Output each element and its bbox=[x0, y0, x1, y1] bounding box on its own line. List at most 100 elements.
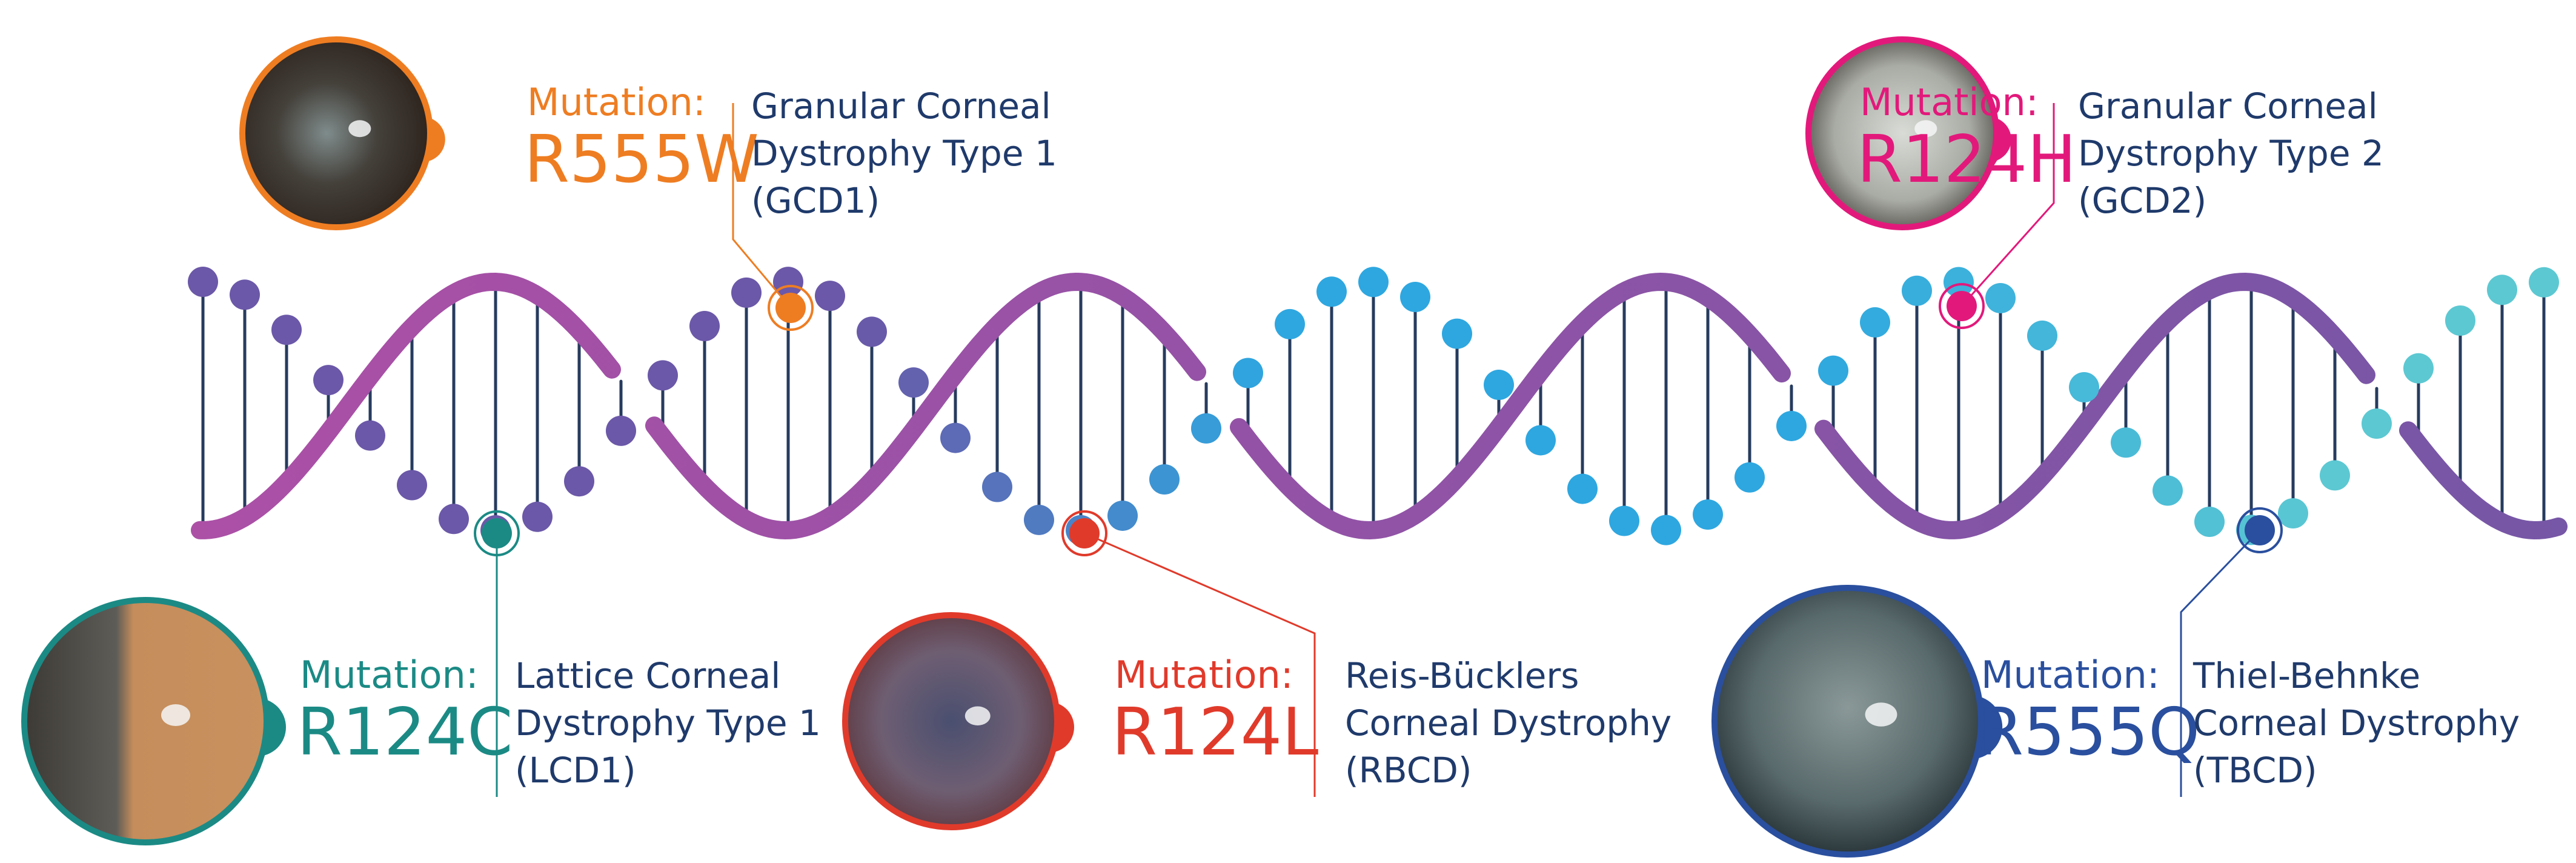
photo-highlight bbox=[1914, 120, 1937, 138]
dna-bead bbox=[940, 422, 971, 453]
disease-name-line: (TBCD) bbox=[2193, 750, 2317, 791]
dna-bead bbox=[1818, 355, 1848, 386]
leader-line bbox=[732, 103, 792, 308]
mutation-code: R124H bbox=[1857, 122, 2076, 198]
photo-highlight bbox=[964, 706, 991, 725]
mutation-label: Mutation: bbox=[1860, 80, 2039, 124]
mutation-label: Mutation: bbox=[1981, 653, 2160, 697]
dna-bead bbox=[271, 315, 302, 345]
dna-bead bbox=[815, 281, 845, 312]
dna-bead bbox=[1567, 473, 1598, 504]
dna-backbone-strand bbox=[2399, 421, 2568, 540]
dna-bead bbox=[1191, 413, 1221, 444]
dna-bead bbox=[1275, 308, 1305, 339]
dna-bead bbox=[1776, 410, 1807, 441]
disease-name-line: Thiel-Behnke bbox=[2193, 655, 2420, 696]
dna-bead bbox=[1902, 275, 1932, 306]
dna-backbone-strand bbox=[645, 272, 1206, 540]
mutation-code: R124L bbox=[1112, 695, 1318, 770]
dna-bead bbox=[1525, 425, 1556, 456]
disease-name-line: (GCD1) bbox=[751, 180, 880, 221]
dna-bead bbox=[857, 316, 887, 347]
disease-name-line: (GCD2) bbox=[2078, 180, 2206, 221]
dna-rungs bbox=[201, 280, 2546, 532]
mutation-marker-dot bbox=[2245, 515, 2275, 545]
corneal-photo-r555w bbox=[239, 36, 433, 230]
dna-bead bbox=[1024, 504, 1054, 535]
dna-bead bbox=[2194, 506, 2225, 537]
dna-bead bbox=[1693, 499, 1723, 530]
dna-bead bbox=[1985, 282, 2016, 313]
dna-bead bbox=[564, 466, 594, 497]
dna-bead bbox=[2153, 475, 2183, 506]
mutation-marker-icon bbox=[1061, 510, 1107, 556]
dna-bead bbox=[2111, 427, 2141, 458]
dna-backbone-strand bbox=[191, 272, 621, 539]
mutation-label: Mutation: bbox=[527, 80, 706, 124]
disease-name-line: Dystrophy Type 1 bbox=[751, 133, 1057, 174]
mutation-marker-dot bbox=[775, 293, 806, 323]
dna-bead bbox=[2487, 275, 2517, 305]
dna-bead bbox=[1149, 464, 1180, 495]
disease-name-line: Lattice Corneal bbox=[515, 655, 780, 696]
dna-bead bbox=[1484, 370, 1514, 401]
dna-bead bbox=[313, 365, 344, 396]
corneal-photo-r124l bbox=[842, 612, 1060, 830]
dna-beads bbox=[188, 267, 2559, 545]
dna-bead bbox=[982, 471, 1012, 502]
dna-bead bbox=[2529, 267, 2559, 298]
leader-line bbox=[1960, 103, 2055, 307]
mutation-code: R555W bbox=[524, 122, 759, 198]
dna-bead bbox=[230, 279, 260, 310]
dna-bead bbox=[1944, 267, 1974, 298]
dna-bead bbox=[1107, 500, 1138, 531]
mutation-marker-dot bbox=[482, 518, 512, 548]
dna-bead bbox=[2069, 372, 2099, 403]
dna-bead bbox=[355, 420, 385, 451]
mutation-label: Mutation: bbox=[1115, 653, 1293, 697]
disease-name-line: Reis-Bücklers bbox=[1345, 655, 1579, 696]
mutation-marker-icon bbox=[1939, 283, 1985, 329]
corneal-photo-r124h bbox=[1805, 36, 1999, 230]
dna-bead bbox=[689, 310, 720, 341]
leader-line bbox=[1084, 532, 1316, 797]
dna-bead bbox=[439, 504, 469, 535]
dna-bead bbox=[1734, 462, 1765, 493]
photo-highlight bbox=[1865, 702, 1897, 727]
corneal-photo-r555q bbox=[1711, 585, 1984, 858]
dna-bead bbox=[1233, 358, 1263, 388]
dna-bead bbox=[1609, 505, 1639, 536]
leader-line bbox=[2180, 529, 2261, 797]
mutation-code: R555Q bbox=[1978, 695, 2200, 770]
dna-bead bbox=[898, 367, 929, 398]
dna-bead bbox=[1860, 307, 1890, 338]
dna-bead bbox=[1316, 276, 1347, 307]
disease-name-line: Dystrophy Type 2 bbox=[2078, 133, 2384, 174]
dna-backbone-strand bbox=[1814, 272, 2375, 539]
mutation-marker-icon bbox=[768, 285, 814, 331]
dna-bead bbox=[2278, 498, 2308, 529]
dna-bead bbox=[731, 277, 762, 308]
dna-bead bbox=[2403, 353, 2434, 384]
dna-bead bbox=[397, 470, 427, 501]
mutation-code: R124C bbox=[297, 695, 513, 770]
mutation-marker-dot bbox=[1069, 518, 1100, 548]
disease-name-line: Corneal Dystrophy bbox=[2193, 702, 2520, 744]
disease-name-line: Corneal Dystrophy bbox=[1345, 702, 1671, 744]
dna-helix-icon bbox=[191, 272, 2568, 540]
disease-name-line: Granular Corneal bbox=[751, 85, 1051, 127]
dna-bead bbox=[2320, 460, 2350, 491]
dna-bead bbox=[188, 267, 218, 298]
dna-bead bbox=[1442, 318, 1472, 349]
photo-highlight bbox=[348, 120, 371, 138]
dna-bead bbox=[2362, 408, 2392, 439]
dna-bead bbox=[522, 501, 553, 532]
mutation-marker-icon bbox=[474, 510, 520, 556]
